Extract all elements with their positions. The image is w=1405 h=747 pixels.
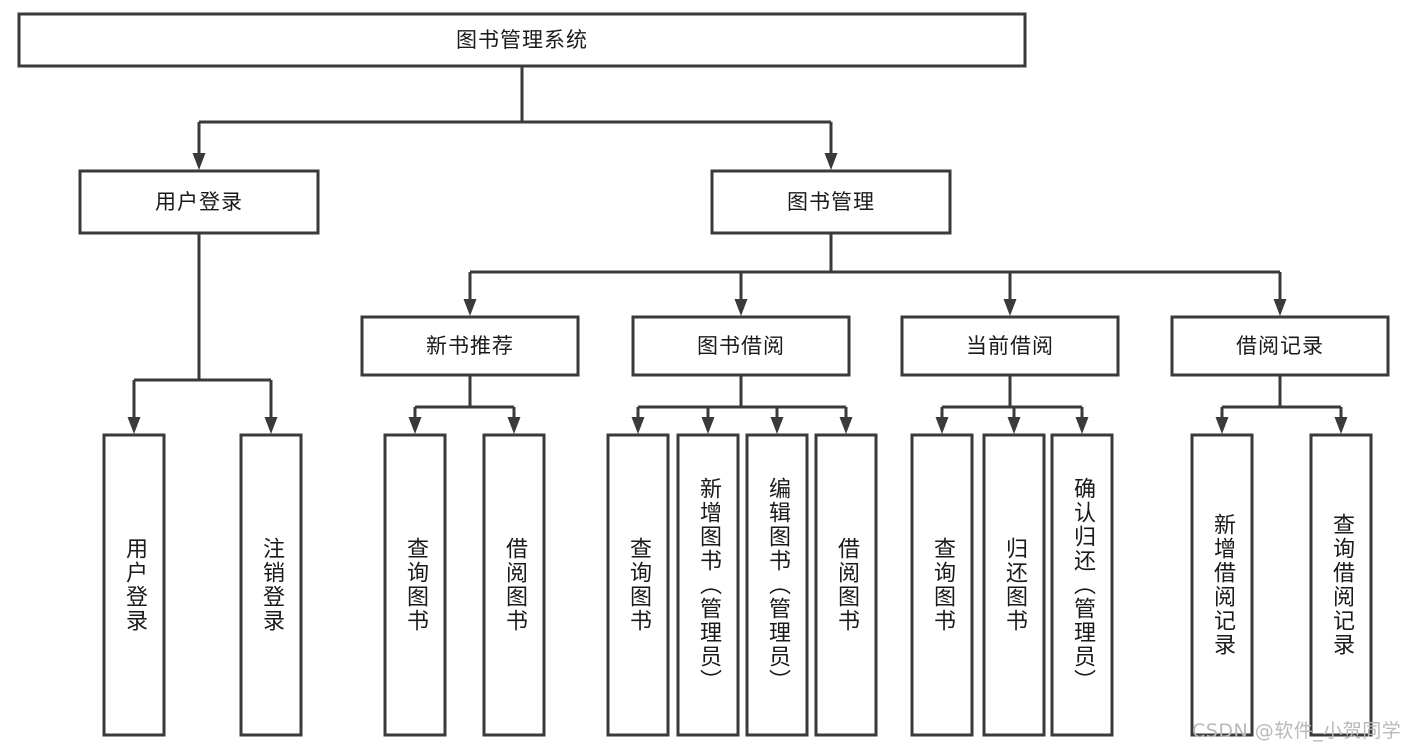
node-box-leaf-borrow-book-1[interactable] (482, 433, 546, 737)
book-manage-branch-to-borrow-record-arrowhead (1273, 299, 1287, 316)
node-box-leaf-logout[interactable] (239, 433, 303, 737)
node-box-root[interactable] (17, 12, 1027, 68)
csdn-watermark: CSDN @软件_小贺同学 (1192, 720, 1402, 742)
node-box-leaf-confirm-return-admin[interactable] (1050, 433, 1114, 737)
node-label-current-borrow: 当前借阅 (966, 334, 1054, 358)
node-box-user-login[interactable] (78, 169, 320, 235)
book-borrow-branch-to-leaf-borrow-book-2-arrowhead (839, 417, 853, 434)
node-box-current-borrow[interactable] (900, 315, 1120, 377)
current-borrow-branch-to-leaf-return-book-arrowhead (1007, 417, 1021, 434)
node-box-leaf-edit-book-admin[interactable] (745, 433, 809, 737)
node-box-leaf-add-book-admin[interactable] (676, 433, 740, 737)
borrow-record-branch-to-leaf-query-borrow-record-arrowhead (1334, 417, 1348, 434)
book-borrow-branch-to-leaf-edit-book-admin-arrowhead (770, 417, 784, 434)
book-borrow-branch-to-leaf-add-book-admin-arrowhead (701, 417, 715, 434)
current-borrow-branch-to-leaf-query-book-3-arrowhead (935, 417, 949, 434)
root-branch-to-book-manage-arrowhead (824, 153, 838, 170)
node-box-borrow-record[interactable] (1170, 315, 1390, 377)
node-box-leaf-query-book-1[interactable] (383, 433, 447, 737)
node-label-user-login: 用户登录 (155, 190, 243, 214)
new-book-recommend-branch-to-leaf-borrow-book-1-arrowhead (507, 417, 521, 434)
book-manage-branch-to-current-borrow-arrowhead (1003, 299, 1017, 316)
root-branch-to-user-login-arrowhead (192, 153, 206, 170)
node-box-leaf-user-login[interactable] (102, 433, 166, 737)
node-box-leaf-return-book[interactable] (982, 433, 1046, 737)
book-manage-branch-to-new-book-recommend-arrowhead (463, 299, 477, 316)
borrow-record-branch-to-leaf-add-borrow-record-arrowhead (1215, 417, 1229, 434)
node-box-leaf-query-book-3[interactable] (910, 433, 974, 737)
new-book-recommend-branch-to-leaf-query-book-1-arrowhead (408, 417, 422, 434)
node-box-leaf-add-borrow-record[interactable] (1190, 433, 1254, 737)
current-borrow-branch-to-leaf-confirm-return-admin-arrowhead (1075, 417, 1089, 434)
node-label-new-book-recommend: 新书推荐 (426, 334, 514, 358)
node-label-book-manage: 图书管理 (787, 190, 875, 214)
node-box-new-book-recommend[interactable] (360, 315, 580, 377)
book-manage-branch-to-book-borrow-arrowhead (734, 299, 748, 316)
node-box-book-manage[interactable] (710, 169, 952, 235)
node-box-leaf-query-borrow-record[interactable] (1309, 433, 1373, 737)
connector-lines-group (127, 66, 1348, 434)
node-box-leaf-query-book-2[interactable] (606, 433, 670, 737)
book-borrow-branch-to-leaf-query-book-2-arrowhead (631, 417, 645, 434)
node-label-book-borrow: 图书借阅 (697, 334, 785, 358)
node-box-leaf-borrow-book-2[interactable] (814, 433, 878, 737)
node-boxes-group (17, 12, 1390, 737)
node-box-book-borrow[interactable] (631, 315, 851, 377)
node-label-root: 图书管理系统 (456, 28, 588, 52)
user-login-branch-to-leaf-logout-arrowhead (264, 417, 278, 434)
user-login-branch-to-leaf-user-login-arrowhead (127, 417, 141, 434)
node-label-borrow-record: 借阅记录 (1236, 334, 1324, 358)
